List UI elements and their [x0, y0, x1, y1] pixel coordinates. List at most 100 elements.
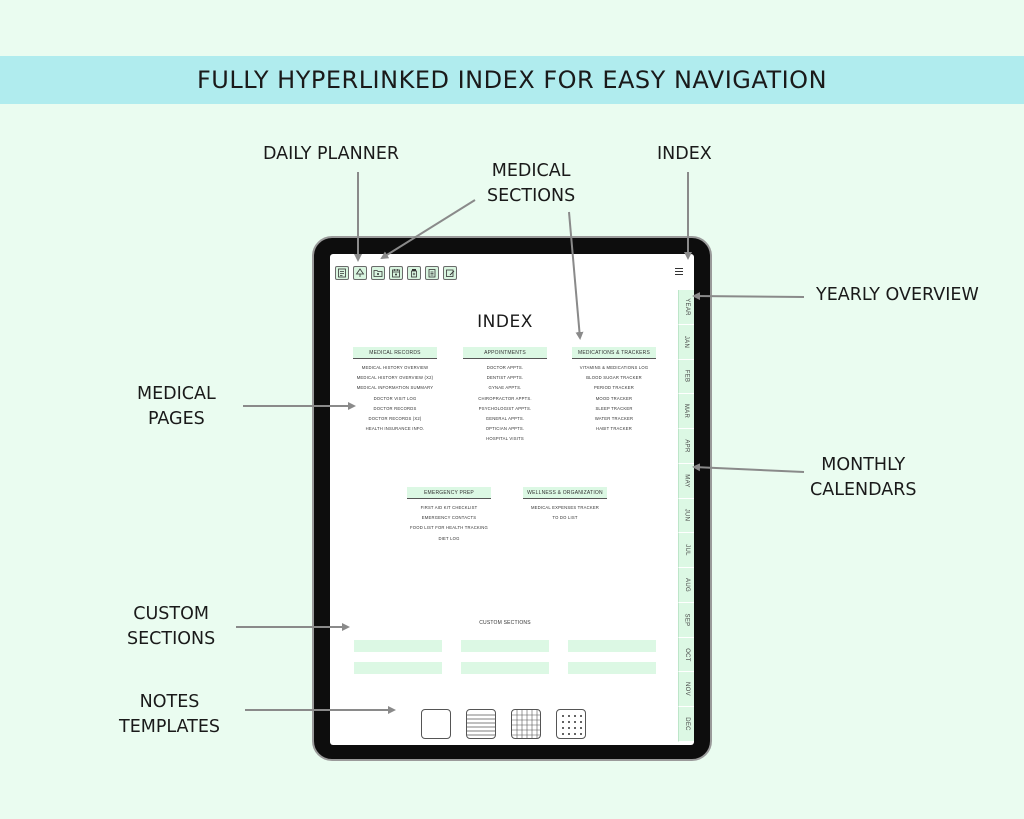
index-link[interactable]: FIRST AID KIT CHECKLIST [420, 505, 478, 510]
index-link[interactable]: MEDICAL HISTORY OVERVIEW [361, 365, 429, 370]
index-link[interactable]: HOSPITAL VISITS [486, 436, 524, 442]
index-link[interactable]: OPTICIAN APPTS. [485, 426, 525, 432]
tab-may[interactable]: MAY [678, 463, 694, 499]
section-emergency-prep: EMERGENCY PREP FIRST AID KIT CHECKLIST E… [407, 487, 491, 544]
index-link[interactable]: MEDICAL HISTORY OVERVIEW (X2) [356, 375, 434, 381]
tab-aug[interactable]: AUG [678, 568, 694, 603]
index-link[interactable]: FOOD LIST FOR HEALTH TRACKING [410, 525, 488, 531]
section-header[interactable]: WELLNESS & ORGANIZATION [523, 487, 607, 499]
tab-apr-label: APR [683, 439, 690, 453]
section-medical-records: MEDICAL RECORDS MEDICAL HISTORY OVERVIEW… [353, 347, 437, 434]
index-link[interactable]: EMERGENCY CONTACTS [421, 515, 477, 521]
index-link[interactable]: DENTIST APPTS. [486, 375, 524, 381]
callout-medical-pages-line2: PAGES [147, 409, 205, 429]
section-header[interactable]: EMERGENCY PREP [407, 487, 491, 499]
custom-section-slot[interactable] [354, 640, 442, 652]
tab-apr[interactable]: APR [678, 429, 694, 464]
callout-notes-templates-line1: NOTES [139, 692, 200, 712]
notes-button[interactable] [443, 266, 457, 280]
top-toolbar [335, 266, 457, 280]
checklist-button[interactable] [425, 266, 439, 280]
tab-feb[interactable]: FEB [678, 359, 694, 395]
tab-mar[interactable]: MAR [678, 394, 694, 430]
custom-section-slot[interactable] [568, 662, 656, 674]
dot-grid-template-icon[interactable] [556, 709, 586, 739]
index-link[interactable]: MEDICAL EXPENSES TRACKER [530, 505, 600, 510]
tab-nov-label: NOV [683, 682, 690, 697]
tab-sep[interactable]: SEP [678, 602, 694, 638]
index-link[interactable]: DOCTOR APPTS. [486, 365, 524, 370]
medications-button[interactable] [407, 266, 421, 280]
index-link[interactable]: MOOD TRACKER [595, 395, 633, 401]
tab-mar-label: MAR [683, 404, 690, 419]
tab-jul-label: JUL [683, 544, 690, 557]
index-link[interactable]: TO DO LIST [552, 515, 578, 521]
callout-index-text: INDEX [657, 144, 712, 164]
tab-jun-label: JUN [683, 509, 690, 522]
banner: FULLY HYPERLINKED INDEX FOR EASY NAVIGAT… [0, 56, 1024, 104]
medical-folder-button[interactable] [371, 266, 385, 280]
family-tree-button[interactable] [353, 266, 367, 280]
index-link[interactable]: GYNAE APPTS. [488, 385, 522, 391]
tab-jul[interactable]: JUL [678, 533, 694, 569]
callout-daily-planner-text: DAILY PLANNER [263, 144, 400, 164]
notebook-icon [446, 269, 455, 277]
tab-sep-label: SEP [683, 613, 690, 627]
index-link[interactable]: DOCTOR RECORDS [373, 405, 417, 411]
tab-year-label: YEAR [683, 298, 690, 316]
lined-template-icon[interactable] [466, 709, 496, 739]
section-header[interactable]: MEDICATIONS & TRACKERS [572, 347, 656, 359]
index-menu-icon[interactable] [675, 268, 683, 275]
index-link[interactable]: PSYCHOLOGIST APPTS. [478, 405, 532, 411]
clipboard-icon [428, 269, 436, 278]
custom-section-slot[interactable] [461, 662, 549, 674]
index-link[interactable]: DOCTOR RECORDS (X2) [368, 416, 422, 422]
tab-jan-label: JAN [683, 335, 690, 348]
tab-oct-label: OCT [683, 647, 690, 662]
callout-notes-templates-line2: TEMPLATES [119, 717, 221, 737]
appointments-calendar-button[interactable] [389, 266, 403, 280]
index-link[interactable]: HABIT TRACKER [596, 426, 632, 432]
section-wellness-organization: WELLNESS & ORGANIZATION MEDICAL EXPENSES… [523, 487, 607, 523]
banner-title: FULLY HYPERLINKED INDEX FOR EASY NAVIGAT… [196, 66, 828, 94]
callout-index: INDEX [657, 142, 712, 167]
index-link[interactable]: MEDICAL INFORMATION SUMMARY [356, 385, 434, 391]
tree-icon [355, 268, 365, 277]
index-link[interactable]: BLOOD SUGAR TRACKER [586, 375, 642, 381]
callout-medical-pages-line1: MEDICAL [137, 384, 216, 404]
index-link[interactable]: CHIROPRACTOR APPTS. [478, 395, 532, 401]
calendar-heart-icon [392, 269, 400, 278]
callout-notes-templates: NOTES TEMPLATES [119, 690, 220, 740]
tab-jan[interactable]: JAN [678, 324, 694, 360]
callout-monthly-calendars-line1: MONTHLY [821, 455, 906, 475]
index-link[interactable]: DOCTOR VISIT LOG [373, 395, 417, 401]
tab-jun[interactable]: JUN [678, 498, 694, 534]
planner-screen: YEAR JAN FEB MAR APR MAY JUN JUL AUG SEP… [330, 254, 694, 745]
callout-monthly-calendars-line2: CALENDARS [810, 480, 917, 500]
daily-planner-button[interactable] [335, 266, 349, 280]
folder-heart-icon [373, 270, 383, 277]
callout-yearly-overview-text: YEARLY OVERVIEW [816, 285, 979, 305]
tab-dec-label: DEC [683, 717, 690, 731]
custom-section-slot[interactable] [354, 662, 442, 674]
tab-feb-label: FEB [683, 370, 690, 383]
callout-custom-sections-line2: SECTIONS [127, 629, 216, 649]
tab-dec[interactable]: DEC [678, 707, 694, 742]
index-link[interactable]: SLEEP TRACKER [595, 405, 633, 411]
tab-oct[interactable]: OCT [678, 637, 694, 673]
custom-section-slot[interactable] [461, 640, 549, 652]
custom-section-slot[interactable] [568, 640, 656, 652]
callout-medical-pages: MEDICAL PAGES [137, 382, 216, 432]
section-header[interactable]: MEDICAL RECORDS [353, 347, 437, 359]
section-header[interactable]: APPOINTMENTS [463, 347, 547, 359]
tab-nov[interactable]: NOV [678, 672, 694, 708]
index-link[interactable]: HEALTH INSURANCE INFO. [365, 426, 425, 432]
index-link[interactable]: VITAMINS & MEDICATIONS LOG [579, 365, 649, 370]
index-link[interactable]: WATER TRACKER [594, 416, 634, 422]
index-link[interactable]: DIET LOG [438, 535, 460, 541]
grid-template-icon[interactable] [511, 709, 541, 739]
blank-template-icon[interactable] [421, 709, 451, 739]
tab-year[interactable]: YEAR [678, 290, 694, 325]
index-link[interactable]: GENERAL APPTS. [485, 416, 525, 422]
index-link[interactable]: PERIOD TRACKER [594, 385, 634, 391]
